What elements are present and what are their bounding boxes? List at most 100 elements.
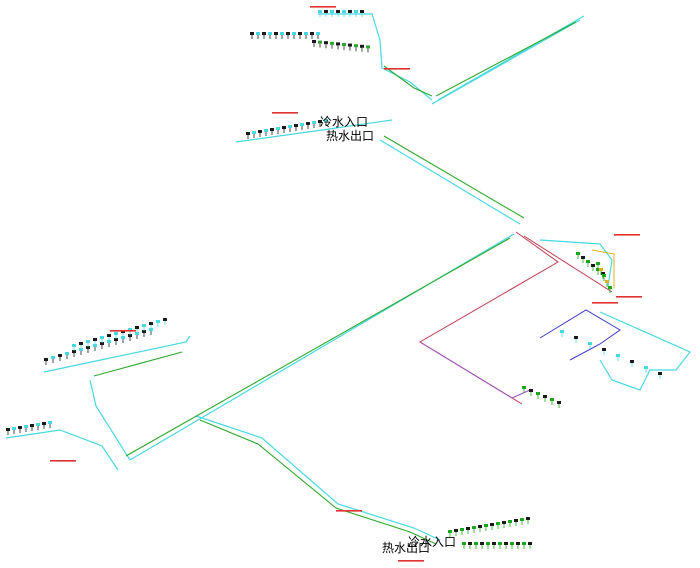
fixture-symbol: [360, 10, 364, 13]
fixture-symbol: [258, 130, 262, 133]
fixture-symbol: [462, 542, 466, 545]
fixture-symbol: [366, 45, 370, 49]
tag-mark: [614, 234, 640, 236]
fixture-symbol: [342, 10, 346, 13]
fixture-symbol: [336, 42, 340, 46]
fixture-symbol: [330, 41, 334, 45]
fixture-symbol: [502, 521, 506, 524]
fixture-symbol: [72, 344, 76, 347]
fixture-symbol: [520, 518, 524, 521]
fixture-symbol: [478, 525, 482, 528]
fixture-symbol: [12, 427, 16, 430]
tag-mark: [110, 330, 136, 332]
fixture-symbol: [591, 264, 595, 267]
fixture-symbol: [128, 334, 132, 337]
fixture-symbol: [149, 322, 153, 325]
fixture-symbol: [498, 542, 502, 545]
fixture-cluster-center-right-2: [596, 262, 612, 293]
tag-mark: [398, 560, 424, 562]
fixture-symbol: [354, 44, 358, 48]
fixture-symbol: [354, 10, 358, 13]
tag-mark: [384, 68, 410, 70]
fixture-symbol: [107, 334, 111, 337]
fixture-symbol: [454, 529, 458, 532]
fixture-symbol: [536, 392, 540, 395]
fixture-symbol: [135, 326, 139, 329]
fixture-symbol: [256, 32, 260, 35]
fixture-symbol: [543, 395, 547, 398]
fixture-symbol: [42, 422, 46, 425]
fixture-symbol: [460, 528, 464, 531]
cold-pipe-left-lower: [5, 429, 119, 471]
fixture-symbol: [306, 122, 310, 125]
fixture-symbol: [605, 280, 609, 283]
fixture-symbol: [72, 350, 76, 353]
fixture-symbol: [336, 10, 340, 13]
fixture-symbol: [526, 517, 530, 520]
fixture-symbol: [576, 252, 580, 255]
fixture-cluster-right: [560, 330, 662, 379]
tag-marks: [50, 6, 642, 562]
fixture-symbol: [86, 346, 90, 349]
fixture-symbol: [448, 530, 452, 533]
fixture-symbol: [602, 348, 606, 351]
fixture-cluster-lower-right: [522, 386, 561, 408]
fixture-symbol: [596, 268, 600, 271]
bottom-hot-outlet-label: 热水出口: [382, 541, 430, 555]
fixture-symbol: [522, 542, 526, 545]
yellow-pipe-branch: [591, 249, 615, 288]
blue-pipe-branch: [539, 309, 621, 361]
fixture-symbol: [156, 320, 160, 323]
fixture-symbol: [608, 286, 612, 289]
fixture-symbol: [6, 428, 10, 431]
fixture-symbol: [348, 10, 352, 13]
fixture-symbol: [128, 328, 132, 331]
fixture-symbol: [264, 129, 268, 132]
fixture-symbol: [312, 40, 316, 43]
fixture-symbol: [310, 32, 314, 35]
hot-pipe-top-feed: [383, 65, 433, 97]
fixture-symbol: [492, 542, 496, 545]
fixture-symbol: [142, 324, 146, 327]
fixture-symbol: [288, 125, 292, 128]
top-hot-outlet-label: 热水出口: [326, 129, 374, 143]
hot-water-pipes: [93, 21, 577, 545]
fixture-symbol: [252, 131, 256, 134]
fixture-symbol: [30, 424, 34, 427]
fixture-cluster-top-a: [250, 32, 320, 39]
tag-mark: [50, 460, 76, 462]
fixture-cluster-bottom-b: [462, 542, 532, 549]
tag-mark: [616, 296, 642, 298]
fixture-symbol: [468, 542, 472, 545]
fixture-clusters: [6, 10, 662, 549]
fixture-cluster-bottom-a: [448, 517, 530, 537]
fixture-symbol: [318, 10, 322, 13]
fixture-symbol: [93, 344, 97, 347]
fixture-symbol: [246, 132, 250, 135]
fixture-symbol: [516, 542, 520, 545]
fixture-symbol: [324, 41, 328, 45]
fixture-cluster-top-b: [312, 40, 370, 53]
fixture-symbol: [262, 32, 266, 35]
fixture-symbol: [274, 32, 278, 35]
fixture-symbol: [276, 127, 280, 130]
cold-pipe-right-branch: [539, 239, 613, 287]
fixture-symbol: [93, 338, 97, 341]
top-cold-inlet-label: 冷水入口: [320, 115, 368, 129]
fixture-symbol: [324, 10, 328, 13]
cold-pipe-right-zigzag: [599, 311, 691, 391]
fixture-symbol: [163, 318, 167, 321]
fixture-symbol: [135, 332, 139, 335]
fixture-cluster-mid: [246, 119, 328, 139]
fixture-symbol: [114, 338, 118, 341]
fixture-symbol: [51, 356, 55, 359]
fixture-symbol: [298, 32, 302, 35]
fixture-symbol: [510, 542, 514, 545]
red-pipe-branch-2: [523, 235, 613, 293]
fixture-symbol: [601, 272, 605, 275]
fixture-symbol: [557, 401, 561, 404]
fixture-symbol: [490, 523, 494, 526]
fixture-symbol: [316, 32, 320, 35]
